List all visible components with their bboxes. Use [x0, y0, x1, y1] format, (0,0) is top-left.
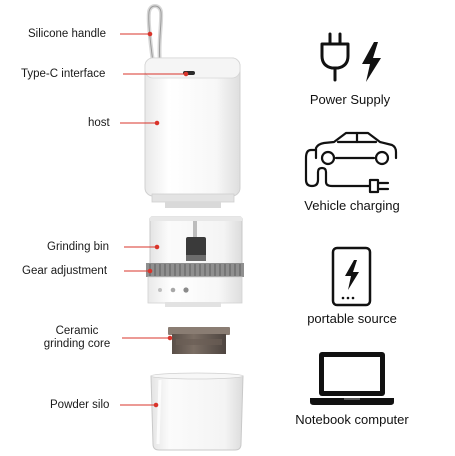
- caption-notebook-computer: Notebook computer: [295, 412, 409, 427]
- label-type-c-interface: Type-C interface: [21, 68, 106, 80]
- label-silicone-handle: Silicone handle: [28, 28, 107, 40]
- power-bank-icon: [331, 246, 372, 307]
- power-plug-icon: [320, 32, 350, 82]
- label-grinding-bin: Grinding bin: [47, 241, 110, 253]
- leader-lines: [120, 31, 189, 408]
- grinder-device: [144, 4, 244, 451]
- caption-power-supply: Power Supply: [309, 92, 391, 107]
- label-powder-silo: Powder silo: [50, 399, 110, 411]
- label-ceramic-line1: Ceramic: [55, 325, 99, 337]
- label-ceramic-grinding-core: Ceramic grinding core: [22, 325, 132, 351]
- ceramic-grinding-core: [168, 327, 230, 335]
- label-host: host: [88, 117, 110, 129]
- laptop-icon: [310, 352, 394, 405]
- host-body: [144, 57, 241, 197]
- caption-portable-source: portable source: [307, 311, 397, 326]
- powder-silo: [150, 375, 244, 451]
- caption-vehicle-charging: Vehicle charging: [304, 198, 400, 213]
- car-charging-icon: [304, 131, 398, 194]
- label-gear-adjustment: Gear adjustment: [22, 265, 108, 277]
- label-ceramic-line2: grinding core: [43, 338, 111, 350]
- lightning-icon: [362, 42, 381, 82]
